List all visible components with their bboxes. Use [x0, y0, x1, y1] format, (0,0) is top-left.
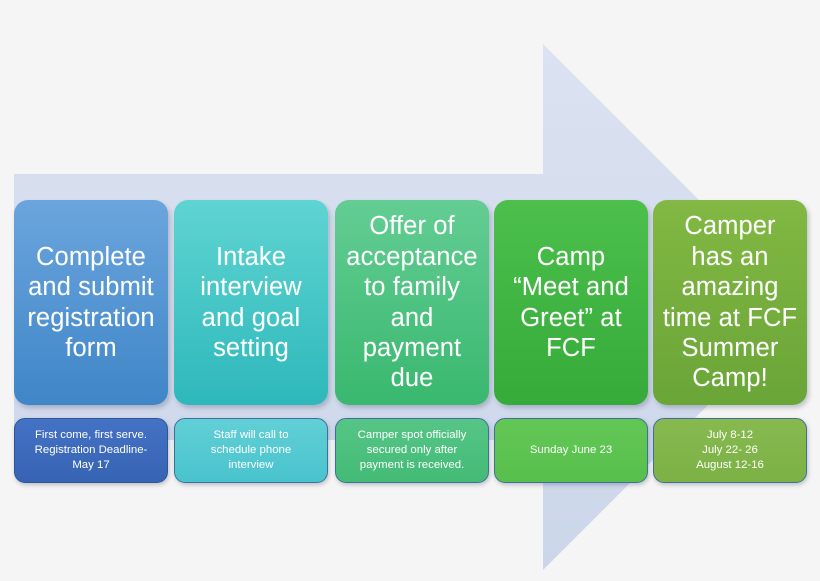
stage-column-1: Complete and submit registration form Fi…: [14, 200, 168, 483]
stage-label-2: Intake interview and goal setting: [200, 242, 302, 362]
stage-box-5[interactable]: Camper has an amazing time at FCF Summer…: [653, 200, 807, 405]
stage-note-3[interactable]: Camper spot officially secured only afte…: [335, 418, 489, 483]
stage-column-3: Offer of acceptance to family and paymen…: [335, 200, 489, 483]
stage-label-4: Camp “Meet and Greet” at FCF: [513, 242, 629, 362]
stage-note-text-4: Sunday June 23: [529, 444, 613, 457]
stage-note-2[interactable]: Staff will call to schedule phone interv…: [174, 418, 328, 483]
stage-note-5[interactable]: July 8-12 July 22- 26 August 12-16: [653, 418, 807, 483]
stage-note-4[interactable]: Sunday June 23: [494, 418, 648, 483]
stage-column-2: Intake interview and goal setting Staff …: [174, 200, 328, 483]
stage-note-text-1: First come, first serve. Registration De…: [34, 429, 148, 471]
stage-label-3: Offer of acceptance to family and paymen…: [346, 212, 478, 393]
stage-label-5: Camper has an amazing time at FCF Summer…: [662, 212, 798, 393]
stage-column-4: Camp “Meet and Greet” at FCF Sunday June…: [494, 200, 648, 483]
stage-box-1[interactable]: Complete and submit registration form: [14, 200, 168, 405]
stage-box-2[interactable]: Intake interview and goal setting: [174, 200, 328, 405]
stage-note-text-3: Camper spot officially secured only afte…: [357, 429, 467, 471]
stage-note-text-5: July 8-12 July 22- 26 August 12-16: [696, 429, 764, 471]
stage-box-4[interactable]: Camp “Meet and Greet” at FCF: [494, 200, 648, 405]
stage-column-5: Camper has an amazing time at FCF Summer…: [653, 200, 807, 483]
stage-note-1[interactable]: First come, first serve. Registration De…: [14, 418, 168, 483]
stage-box-3[interactable]: Offer of acceptance to family and paymen…: [335, 200, 489, 405]
stage-note-text-2: Staff will call to schedule phone interv…: [210, 429, 292, 471]
stage-label-1: Complete and submit registration form: [27, 242, 155, 362]
